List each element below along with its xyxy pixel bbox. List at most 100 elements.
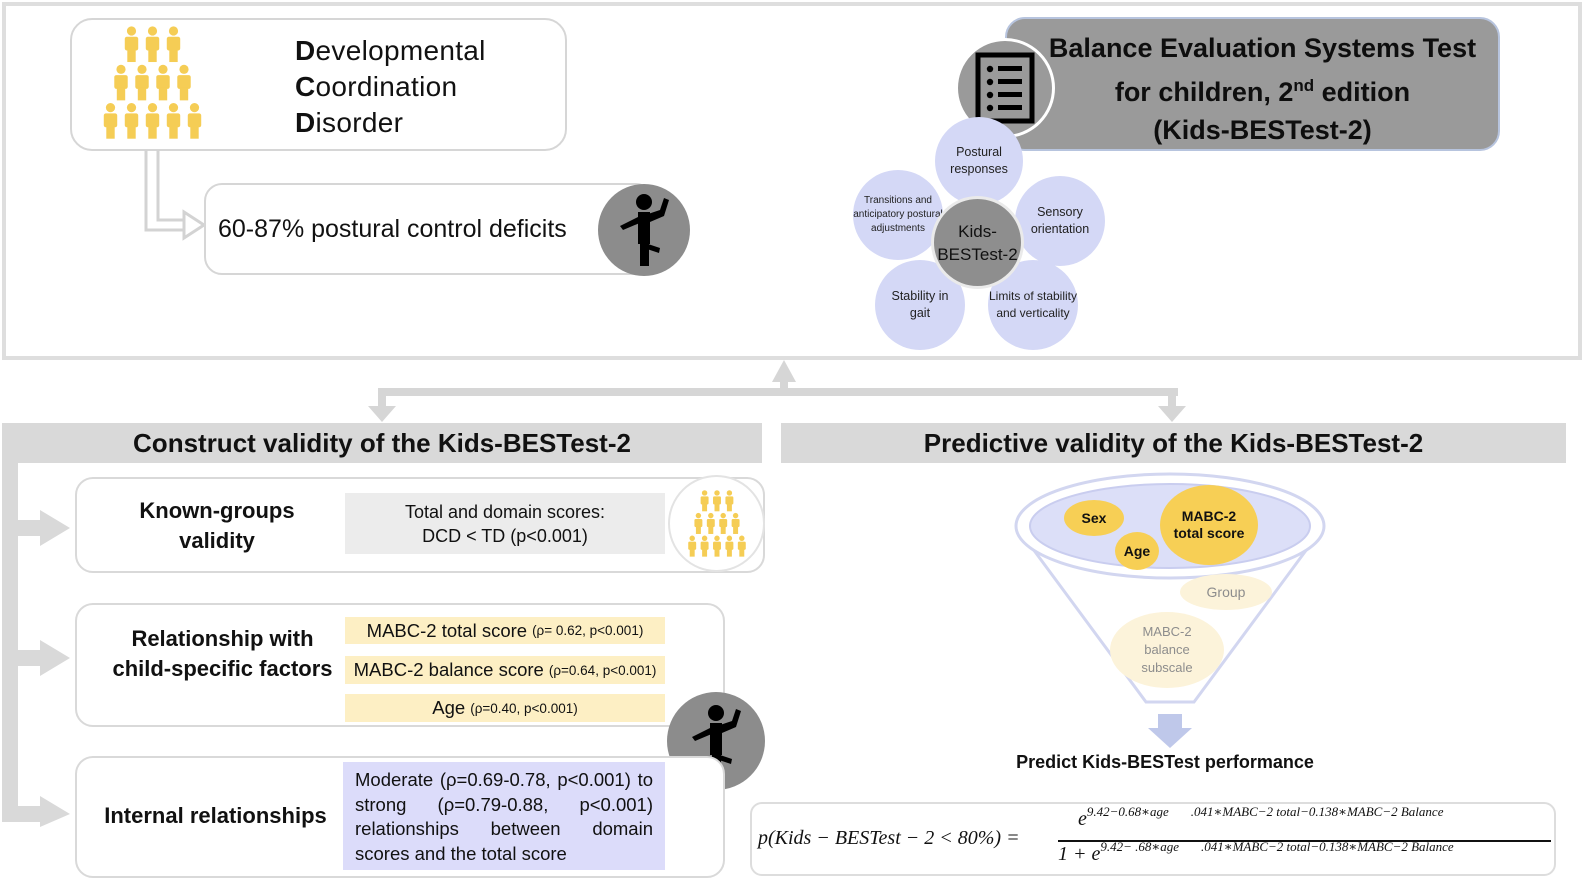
known-groups-result-line-2: DCD < TD (p<0.001) [422,525,588,546]
title-line-3: (Kids-BESTest-2) [1153,115,1372,145]
prediction-formula [750,802,1556,876]
domain-transitions-line-3: adjustments [871,223,925,234]
person-figure [724,489,733,511]
factor-mabc-balance-label: MABC-2 balance score [353,659,544,680]
person-figure [124,26,139,63]
internal-relationships-text: Moderate (ρ=0.69-0.78, p<0.001) to stron… [343,762,665,870]
person-figure [700,489,709,511]
domain-postural-responses: Postural responses [935,117,1023,205]
deficits-box [204,183,654,275]
person-figure [693,512,702,534]
title-line-2-text: for children, 2 [1114,77,1294,107]
domain-sensory-line-2: orientation [1030,222,1090,236]
domain-center-kids-bestest: Kids- BESTest-2 [931,196,1024,289]
population-circle [668,475,765,572]
branch-arrows [368,360,1186,422]
factor-age-stat: (ρ=0.40, p<0.001) [470,700,578,716]
person-figure [156,64,170,101]
domain-limits-line-1: Limits of stability [988,289,1078,303]
person-figure [114,64,128,101]
domain-gait-line-2: gait [909,306,931,320]
formula-den-base: 1 + e [1058,843,1101,865]
dcd-initial-d: D [295,35,316,66]
factor-mabc-total-stat: (ρ= 0.62, p<0.001) [532,623,644,638]
formula-fraction-bar [1058,840,1551,842]
child-factors-label: Relationship with child-specific factors [100,624,345,684]
connector-arrow [144,150,207,241]
factor-mabc-balance: MABC-2 balance score(ρ=0.64, p<0.001) [345,656,665,684]
construct-validity-header: Construct validity of the Kids-BESTest-2 [2,423,762,463]
domain-postural-line-1: Postural [956,145,1002,159]
factor-mabc-total-label: MABC-2 total score [366,619,528,641]
known-groups-label: Known-groups validity [100,496,334,556]
domain-center-line-2: BESTest-2 [937,244,1018,264]
predict-label: Predict Kids-BESTest performance [1016,752,1314,772]
formula-lhs: p(Kids − BESTest − 2 < 80%) = [758,827,1020,849]
formula-num-exp-a: 9.42−0.68∗age [1086,804,1169,819]
person-figure [712,535,721,557]
known-groups-result-line-1: Total and domain scores: [404,501,606,522]
domain-center-line-1: Kids- [958,221,997,241]
child-factors-label-line-2: child-specific factors [112,656,333,681]
known-groups-label-line-1: Known-groups [139,498,295,523]
known-groups-result: Total and domain scores: DCD < TD (p<0.0… [345,493,665,554]
domain-transitions-line-1: Transitions and [864,195,932,206]
title-line-1: Balance Evaluation Systems Test [1048,33,1477,63]
formula-den-exp-a: 9.42− .68∗age [1100,839,1180,854]
person-figure [687,535,696,557]
person-figure [700,535,709,557]
predictor-mabc-total-line-2: total score [1173,525,1245,541]
predictor-mabc-balance-line-3: subscale [1141,660,1193,675]
factor-mabc-balance-stat: (ρ=0.64, p<0.001) [548,662,657,678]
population-pyramid-small-icon [687,489,746,557]
person-figure [135,64,149,101]
child-factors-label-line-1: Relationship with [131,626,314,651]
person-figure [724,535,733,557]
dcd-title: Developmental Coordination Disorder [295,33,486,141]
person-figure [124,103,139,139]
title-line-2: for children, 2nd edition [1027,67,1498,111]
balance-person-icon [598,184,690,276]
predictor-sex: Sex [1064,500,1124,536]
person-figure [166,26,181,63]
person-figure [145,103,160,139]
person-figure [731,512,740,534]
formula-denominator: 1 + e9.42− .68∗age.041∗MABC−2 total−0.13… [1058,839,1454,866]
domain-limits-line-2: and verticality [996,306,1070,320]
formula-num-exp-b: .041∗MABC−2 total−0.138∗MABC−2 Balance [1190,804,1444,819]
person-figure [166,103,181,139]
person-figure [706,512,715,534]
person-figure [177,64,191,101]
dcd-initial-d2: D [295,107,316,138]
predictor-group: Group [1180,574,1272,610]
factor-age: Age(ρ=0.40, p<0.001) [345,694,665,722]
kids-bestest-title-box: Balance Evaluation Systems Test for chil… [1005,17,1500,151]
person-figure [737,535,746,557]
dcd-word-disorder: isorder [315,107,404,138]
domain-postural-line-2: responses [950,162,1008,176]
factor-age-label: Age [432,697,466,718]
construct-rail-arrows [2,462,70,827]
person-figure [103,103,118,139]
internal-relationships-label: Internal relationships [104,803,327,828]
predictor-mabc-balance-line-1: MABC-2 [1142,624,1192,639]
domain-gait-line-1: Stability in [891,289,949,303]
formula-num-e: e [1078,808,1087,830]
factor-mabc-total: MABC-2 total score (ρ= 0.62, p<0.001) [345,617,665,644]
predictive-validity-header: Predictive validity of the Kids-BESTest-… [781,423,1566,463]
person-figure [145,26,160,63]
title-line-2-suffix: edition [1314,77,1411,107]
known-groups-label-line-2: validity [179,528,255,553]
person-figure [718,512,727,534]
predictor-mabc-total-line-1: MABC-2 [1181,508,1237,524]
deficits-text: 60-87% postural control deficits [218,215,567,243]
population-pyramid-icon [103,26,202,139]
dcd-word-developmental: evelopmental [315,35,486,66]
predictor-age: Age [1115,532,1159,570]
title-sup: nd [1293,76,1315,95]
person-figure [187,103,202,139]
